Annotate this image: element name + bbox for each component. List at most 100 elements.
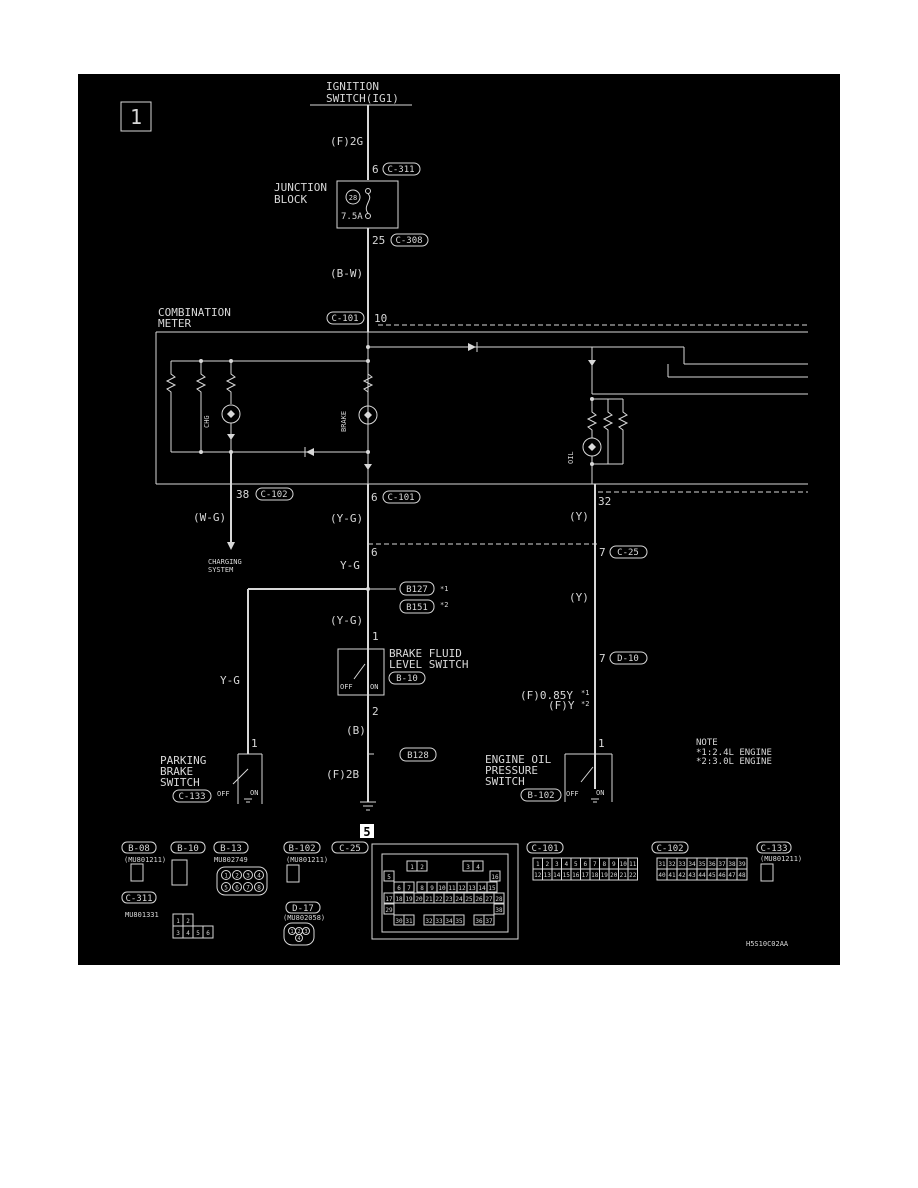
wire-label-b: (B)	[346, 724, 366, 737]
section-mark: 5	[363, 825, 370, 839]
c101-pin-label: 15	[563, 872, 571, 879]
parking-line2: BRAKE	[160, 765, 193, 778]
b13-pin	[221, 870, 231, 880]
c25-pin-label: 19	[405, 896, 413, 903]
connector-c311: C-311	[387, 165, 414, 175]
splice-b127: B127	[406, 585, 428, 595]
connector-tag-c133-view	[756, 841, 792, 854]
c311-pin-label: 5	[196, 930, 200, 937]
c25-pin-label: 11	[448, 885, 456, 892]
c25-pin-label: 6	[397, 885, 401, 892]
c25-pin-label: 37	[485, 918, 493, 925]
b13-pin-label: 3	[246, 873, 250, 880]
c102-pin-label: 45	[708, 872, 716, 879]
resistor-oil-1	[586, 399, 598, 438]
c311-pin-label: 6	[206, 930, 210, 937]
c25-pin-label: 15	[488, 885, 496, 892]
page-number: 1	[130, 105, 142, 129]
connector-b102: B-102	[527, 791, 554, 801]
junction-dot-9	[590, 462, 594, 466]
conn-b08: B-08	[128, 844, 150, 854]
c101-pin-label: 1	[536, 861, 540, 868]
parking-line1: PARKING	[160, 754, 206, 767]
parking-switch-arm	[232, 768, 249, 785]
c311-pin-label: 1	[176, 918, 180, 925]
combination-meter-line2: METER	[158, 317, 191, 330]
conn-c101: C-101	[531, 844, 558, 854]
c101-pin-label: 22	[629, 872, 637, 879]
ignition-switch-line1: IGNITION	[326, 80, 379, 93]
c311-pin-label: 4	[186, 930, 190, 937]
fuse-number: 28	[349, 194, 357, 202]
conn-b08-view	[130, 863, 144, 882]
engine-oil-line1: ENGINE OIL	[485, 753, 552, 766]
conn-b102-part: (MU801211)	[286, 856, 328, 864]
resistor-3	[225, 361, 237, 404]
charging-line2: SYSTEM	[208, 566, 233, 574]
c25-pin-label: 29	[385, 907, 393, 914]
b13-pin	[254, 882, 264, 892]
c101-pin-label: 2	[545, 861, 549, 868]
yg-label: Y-G	[340, 559, 360, 572]
c102-pin-label: 48	[738, 872, 746, 879]
fuse-number-circle	[345, 189, 361, 205]
b13-pin-label: 2	[235, 873, 239, 880]
connector-tag-b10-view	[170, 841, 206, 854]
charging-line1: CHARGING	[208, 558, 242, 566]
splice-b128: B128	[407, 751, 429, 761]
c25-pin-cell	[453, 914, 465, 926]
b13-pin-label: 8	[257, 885, 261, 892]
splice-tag-b151	[399, 599, 435, 614]
diode-chg	[227, 434, 235, 440]
conn-c25: C-25	[339, 844, 361, 854]
c25-pin-label: 30	[395, 918, 403, 925]
engine-oil-line2: PRESSURE	[485, 764, 538, 777]
connector-c101-top: C-101	[331, 314, 358, 324]
connector-tag-c25-view	[331, 841, 369, 854]
splice-b151-note: *2	[440, 601, 448, 609]
page-number-box	[120, 101, 152, 132]
connector-tag-c101-view	[526, 841, 564, 854]
c102-pin-label: 35	[698, 861, 706, 868]
c25-pin-label: 28	[495, 896, 503, 903]
resistor-1	[165, 361, 177, 452]
c102-pin-label: 44	[698, 872, 706, 879]
c101-pin-label: 5	[574, 861, 578, 868]
c25-pin-cell	[383, 870, 395, 882]
note-heading: NOTE	[696, 738, 718, 748]
c25-pin-label: 26	[475, 896, 483, 903]
c25-pin-label: 38	[495, 907, 503, 914]
engine-oil-switch-frame	[564, 754, 613, 802]
connector-tag-c308	[390, 233, 429, 247]
c102-pin-label: 33	[678, 861, 686, 868]
splice-tag-b128	[399, 747, 437, 762]
c25-pin-label: 13	[468, 885, 476, 892]
splice-tag-b127	[399, 581, 435, 596]
c25-pin-label: 32	[425, 918, 433, 925]
conn-c25-view	[381, 853, 509, 933]
wire-label-wg: (W-G)	[193, 511, 226, 524]
b13-pin	[254, 870, 264, 880]
conn-b102: B-102	[288, 844, 315, 854]
pin-6b: 6	[371, 546, 378, 559]
conn-c133: C-133	[760, 844, 787, 854]
fuse-terminal-bottom	[365, 213, 371, 219]
wire-label-f2b: (F)2B	[326, 768, 359, 781]
c25-pin-label: 33	[435, 918, 443, 925]
splice-b151: B151	[406, 603, 428, 613]
conn-c133-view	[760, 863, 774, 882]
wire-label-yg2: (Y-G)	[330, 614, 363, 627]
brake-lamp-led	[364, 411, 372, 419]
conn-b08-part: (MU801211)	[124, 856, 166, 864]
c101-pin-label: 8	[602, 861, 606, 868]
diode-left	[306, 448, 314, 456]
fuse-rating: 7.5A	[341, 212, 363, 222]
c101-pin-label: 11	[629, 861, 637, 868]
yg-left: Y-G	[220, 674, 240, 687]
section-mark-box	[360, 824, 374, 838]
figure-code: H5S10C02AA	[746, 940, 789, 948]
b13-pin	[221, 882, 231, 892]
c102-pin-label: 31	[658, 861, 666, 868]
